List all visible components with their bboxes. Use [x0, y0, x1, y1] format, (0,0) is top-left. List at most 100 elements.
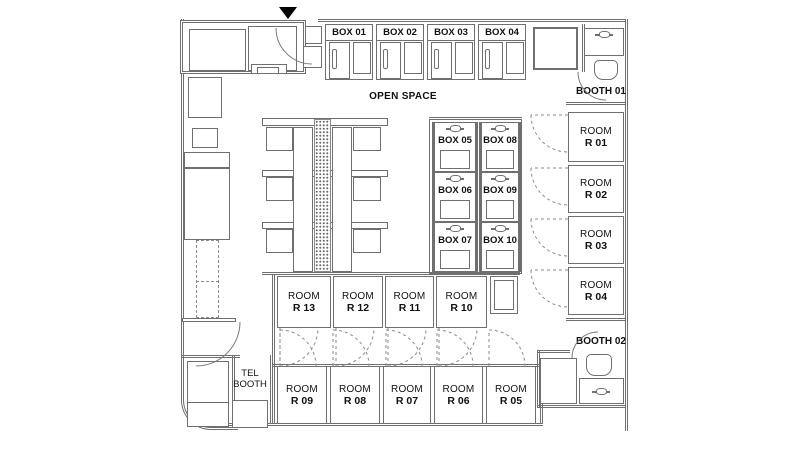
wall-booth02-top	[537, 350, 570, 353]
door-arc-r06	[436, 329, 474, 367]
door-arc-r09	[279, 329, 317, 367]
wall-midrooms-top	[262, 272, 520, 275]
room-r04: ROOM R 04	[568, 267, 624, 315]
box-10-monitor-icon	[491, 225, 509, 232]
room-r10-name: ROOM	[445, 290, 478, 302]
room-r07-name: ROOM	[391, 383, 423, 395]
desk-wing-right-3	[353, 229, 381, 253]
door-arc-r03	[530, 218, 569, 257]
box-09: BOX 09	[479, 172, 521, 222]
door-arc-r01	[530, 114, 569, 153]
box-03-side-cell	[455, 42, 473, 74]
desk-wing-left-2	[266, 177, 293, 201]
booth01-chair-icon	[594, 60, 618, 80]
box-04-chair-icon	[485, 49, 490, 69]
booth02-table	[540, 358, 577, 404]
room-r10-number: R 10	[450, 301, 473, 314]
room-r06-number: R 06	[447, 394, 470, 407]
booth02-label: BOOTH 02	[575, 336, 626, 347]
door-arc-r12	[335, 327, 375, 367]
wall-corner-rounded	[181, 353, 238, 430]
door-arc-r10	[438, 327, 478, 367]
left-counter-band	[184, 152, 230, 168]
wall-telbooth-right	[270, 355, 273, 423]
wall-rooms-left	[272, 274, 275, 423]
box-07: BOX 07	[432, 222, 478, 272]
room-r09-number: R 09	[290, 394, 314, 407]
left-cabinet-1	[188, 77, 222, 118]
box-08: BOX 08	[479, 122, 521, 172]
room-r06-name: ROOM	[442, 383, 475, 395]
wall-booth02-bottom	[537, 405, 625, 408]
box-10-seat	[486, 250, 514, 269]
room-r02-name: ROOM	[580, 177, 612, 189]
box-08-label: BOX 08	[483, 135, 517, 146]
wall-corner-room-top	[181, 355, 240, 358]
desk-wing-left-3	[266, 229, 293, 253]
box-10-label: BOX 10	[483, 235, 517, 246]
corner-room-divider	[187, 402, 229, 403]
left-cabinet-dashed	[196, 240, 219, 318]
room-r10: ROOM R 10	[436, 276, 487, 328]
left-counter	[184, 168, 230, 240]
tel-booth-cell	[232, 400, 268, 428]
door-arc-r05	[488, 329, 526, 367]
box-09-seat	[486, 200, 514, 219]
midboxes-block	[429, 119, 522, 274]
tel-booth-line1: TEL	[241, 368, 259, 379]
room-r12: ROOM R 12	[333, 276, 383, 328]
desk-wing-right-1	[353, 127, 381, 151]
room-r13: ROOM R 13	[277, 276, 331, 328]
wall-bottom	[216, 423, 543, 426]
box-06-label: BOX 06	[438, 185, 472, 196]
desk-table-right	[332, 127, 352, 272]
desk-table-left	[293, 127, 313, 272]
box-10: BOX 10	[479, 222, 521, 272]
door-arc-r07	[385, 329, 423, 367]
door-arc-r13	[279, 327, 319, 367]
tel-booth-label: TEL BOOTH	[230, 368, 270, 390]
room-r04-number: R 04	[584, 290, 608, 303]
left-cabinet-dashed-divider	[196, 281, 219, 282]
desk-wing-right-2	[353, 177, 381, 201]
room-r09-name: ROOM	[286, 383, 318, 395]
door-arc-r04	[530, 269, 569, 308]
box-03-chair-icon	[434, 49, 439, 69]
entrance-sink-inner	[257, 67, 279, 74]
door-arc-r11	[387, 327, 427, 367]
door-arc-r08	[332, 329, 370, 367]
tel-booth-line2: BOOTH	[233, 379, 267, 390]
booth01-label: BOOTH 01	[575, 86, 626, 97]
box-07-monitor-icon	[446, 225, 464, 232]
box-07-seat	[440, 250, 470, 269]
room-r11-number: R 11	[398, 301, 421, 314]
wall-left	[181, 19, 184, 353]
box-09-monitor-icon	[491, 175, 509, 182]
entrance-marker-icon	[279, 7, 297, 19]
booth01-monitor-icon	[595, 31, 613, 38]
box-01: BOX 01	[325, 24, 373, 80]
storage-square	[533, 27, 578, 70]
corner-room	[187, 361, 229, 427]
room-r03-name: ROOM	[580, 228, 612, 240]
box-06-seat	[440, 200, 470, 219]
wall-right	[625, 19, 628, 431]
room-r03: ROOM R 03	[568, 216, 624, 264]
door-arc-r02	[530, 167, 569, 206]
booth02-monitor-icon	[592, 388, 610, 395]
room-r05: ROOM R 05	[486, 366, 536, 424]
wall-left-strip-cap	[182, 318, 236, 322]
box-09-label: BOX 09	[483, 185, 517, 196]
box-08-seat	[486, 150, 514, 169]
wall-booth02-left	[537, 350, 540, 407]
wall-below-booth01	[566, 102, 625, 105]
box-02-label: BOX 02	[377, 25, 423, 41]
booth02-desk	[579, 378, 624, 404]
box-04: BOX 04	[478, 24, 526, 80]
wall-below-r04	[566, 318, 625, 321]
box-02-chair-icon	[383, 49, 388, 69]
box-02: BOX 02	[376, 24, 424, 80]
box-05-monitor-icon	[446, 125, 464, 132]
room-r01-name: ROOM	[580, 125, 612, 137]
